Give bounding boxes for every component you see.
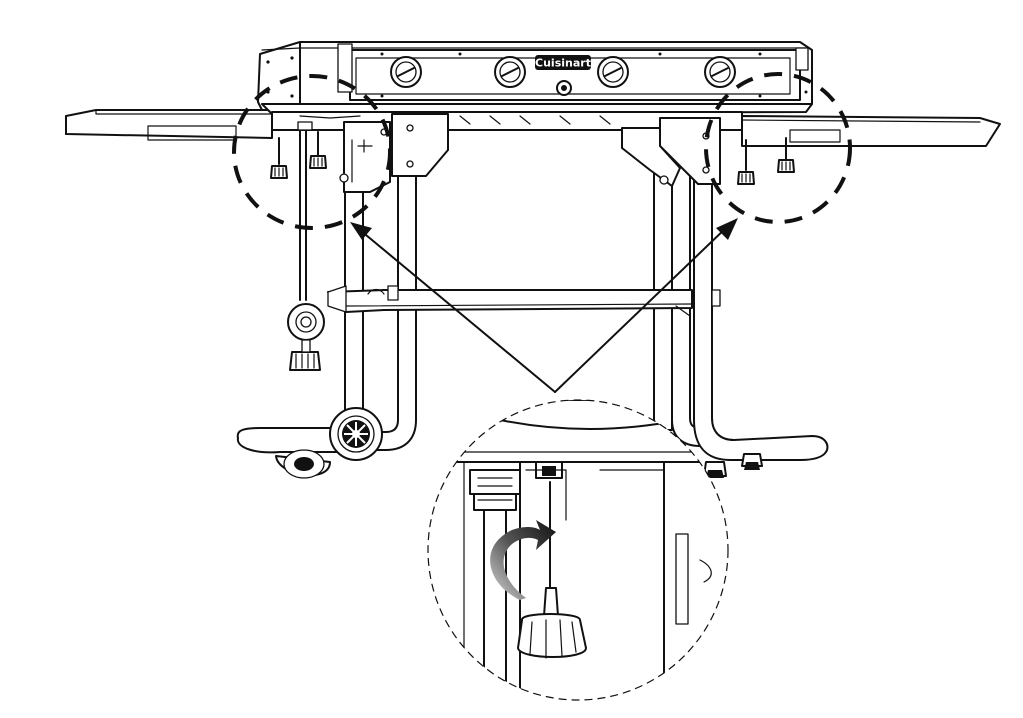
caster-wheel-icon bbox=[275, 449, 331, 479]
lower-crossbar bbox=[327, 285, 693, 317]
griddle-top bbox=[257, 41, 813, 115]
shelf-bolt bbox=[297, 121, 388, 136]
right-callout-circle bbox=[704, 72, 852, 224]
left-callout-circle bbox=[232, 74, 392, 230]
rotate-arrow-icon bbox=[490, 520, 556, 600]
control-knob-icon bbox=[597, 56, 629, 88]
leveling-foot-knob-icon bbox=[777, 137, 795, 173]
left-mount-bracket bbox=[339, 113, 449, 193]
brand-label: Cuisinart bbox=[535, 57, 591, 70]
brand-badge: Cuisinart bbox=[535, 55, 591, 70]
detail-inset bbox=[427, 399, 729, 701]
right-mount-bracket bbox=[621, 117, 721, 187]
control-knob-icon bbox=[390, 56, 422, 88]
base-leveling-foot bbox=[741, 453, 763, 470]
front-right-leg bbox=[693, 179, 829, 461]
caster-wheel-icon bbox=[329, 407, 383, 461]
right-side-shelf bbox=[741, 115, 1001, 147]
panel-rivets bbox=[266, 52, 808, 98]
leveling-foot-knob-icon bbox=[737, 139, 755, 185]
leveling-foot-knob-icon bbox=[309, 131, 327, 169]
regulator-hose bbox=[287, 127, 325, 371]
leveling-foot-knob-icon bbox=[270, 137, 288, 179]
pointer-arrows bbox=[350, 218, 738, 393]
igniter-button bbox=[556, 80, 572, 96]
control-knob-icon bbox=[704, 56, 736, 88]
left-side-shelf bbox=[65, 109, 273, 141]
control-knob-icon bbox=[494, 56, 526, 88]
